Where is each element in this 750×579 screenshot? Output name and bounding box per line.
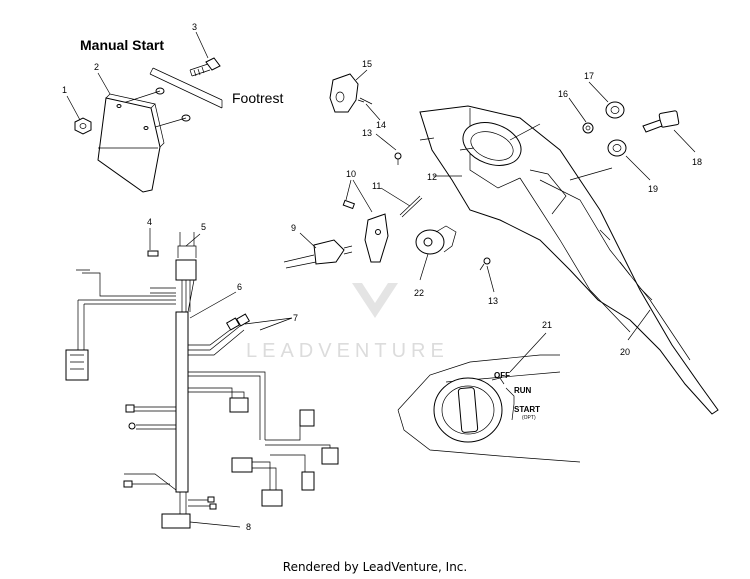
footrest-assembly: Footrest (74, 57, 283, 193)
callout-20: 20 (620, 347, 630, 357)
console-20 (419, 105, 719, 415)
switch-start-label: START (514, 405, 540, 414)
callout-13-lower: 13 (488, 296, 498, 306)
switch-opt-label: (OPT) (522, 415, 536, 421)
callout-21: 21 (542, 320, 552, 330)
callout-8: 8 (246, 522, 251, 532)
ignition-inset-21: OFF RUN START (OPT) (397, 354, 581, 463)
footrest-label: Footrest (232, 90, 283, 106)
callout-11: 11 (372, 181, 381, 191)
nut-1 (74, 117, 92, 135)
callout-4: 4 (147, 217, 152, 227)
callout-3: 3 (192, 22, 197, 32)
wiring-harness (65, 232, 339, 529)
plate-2 (97, 93, 165, 193)
callout-1: 1 (62, 85, 67, 95)
switch-run-label: RUN (514, 386, 532, 395)
star-washer-16 (582, 122, 594, 134)
callout-22: 22 (414, 288, 424, 298)
callout-17: 17 (584, 71, 594, 81)
screw-13-upper (394, 152, 402, 165)
callout-12: 12 (427, 172, 437, 182)
bracket-15 (329, 73, 365, 113)
callout-16: 16 (558, 89, 568, 99)
callout-18: 18 (692, 157, 702, 167)
switch-off-label: OFF (494, 371, 510, 380)
callout-5: 5 (201, 222, 206, 232)
callout-14: 14 (376, 120, 386, 130)
callout-10: 10 (346, 169, 356, 179)
callout-2: 2 (94, 62, 99, 72)
callout-15: 15 (362, 59, 372, 69)
key-18 (642, 110, 680, 133)
callouts: 1 2 3 4 5 6 7 8 9 10 11 12 13 13 14 15 1… (62, 22, 702, 532)
socket-9 (283, 239, 353, 269)
section-title: Manual Start (80, 37, 164, 53)
watermark-text: LEADVENTURE (246, 340, 449, 362)
callout-7: 7 (293, 313, 298, 323)
callout-19: 19 (648, 184, 658, 194)
footer-credit: Rendered by LeadVenture, Inc. (282, 560, 468, 574)
watermark: LEADVENTURE (246, 283, 449, 362)
leader-lines (66, 31, 696, 528)
callout-6: 6 (237, 282, 242, 292)
bolt-3 (189, 57, 221, 77)
switch-22 (415, 225, 457, 255)
callout-13-upper: 13 (362, 128, 372, 138)
callout-9: 9 (291, 223, 296, 233)
grommet-19 (607, 139, 627, 157)
connectors-7 (188, 313, 251, 356)
grommet-17 (605, 101, 625, 119)
